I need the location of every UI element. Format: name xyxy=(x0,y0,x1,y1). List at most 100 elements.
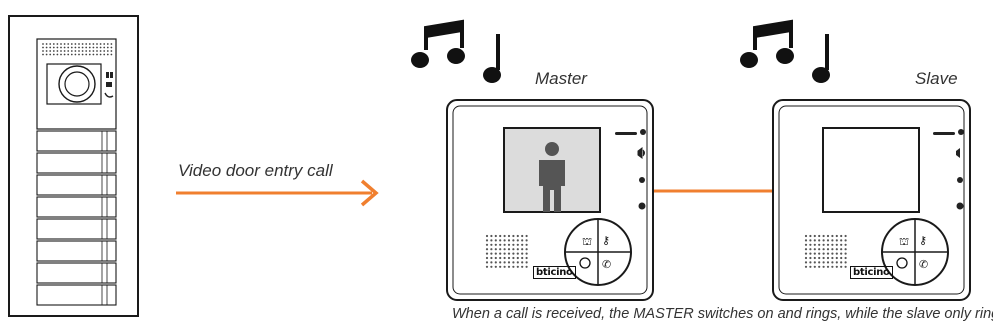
grille-dot xyxy=(78,43,80,45)
grille-dot xyxy=(822,265,825,268)
grille-dot xyxy=(525,261,528,264)
grille-dot xyxy=(840,239,843,242)
grille-dot xyxy=(490,239,493,242)
grille-dot xyxy=(485,239,489,242)
grille-dot xyxy=(826,265,830,268)
grille-dot xyxy=(490,243,493,246)
grille-dot xyxy=(809,256,812,260)
grille-dot xyxy=(826,256,830,260)
grille-dot xyxy=(494,261,497,264)
grille-dot xyxy=(99,53,102,56)
grille-dot xyxy=(490,234,493,238)
grille-dot xyxy=(516,239,519,242)
grille-dot xyxy=(81,50,84,52)
grille-dot xyxy=(818,243,821,246)
grille-dot xyxy=(78,46,80,49)
grille-dot xyxy=(63,46,66,49)
grille-dot xyxy=(485,234,489,238)
grille-dot xyxy=(103,46,106,49)
grille-dot xyxy=(67,50,70,52)
grille-dot xyxy=(52,43,55,45)
grille-dot xyxy=(512,234,515,238)
grille-dot xyxy=(503,248,506,251)
grille-dot xyxy=(503,239,506,242)
grille-dot xyxy=(499,239,502,242)
grille-dot xyxy=(822,248,825,251)
grille-dot xyxy=(507,261,511,264)
grille-dot xyxy=(88,43,91,45)
grille-dot xyxy=(67,46,70,49)
grille-dot xyxy=(56,53,59,56)
grille-dot xyxy=(56,46,59,49)
grille-dot xyxy=(499,256,502,260)
grille-dot xyxy=(85,50,88,52)
svg-text:⛫: ⛫ xyxy=(899,235,909,248)
svg-text:✆: ✆ xyxy=(602,258,611,271)
grille-dot xyxy=(818,234,821,238)
grille-dot xyxy=(818,252,821,255)
grille-dot xyxy=(103,43,106,45)
grille-dot xyxy=(503,256,506,260)
grille-dot xyxy=(503,234,506,238)
grille-dot xyxy=(521,248,524,251)
grille-dot xyxy=(99,46,102,49)
grille-dot xyxy=(49,50,52,52)
push-button xyxy=(36,196,117,218)
master-label: Master xyxy=(535,69,587,88)
grille-dot xyxy=(813,265,816,268)
grille-dot xyxy=(516,248,519,251)
grille-dot xyxy=(525,243,528,246)
grille-dot xyxy=(831,248,834,251)
grille-dot xyxy=(74,53,77,56)
grille-dot xyxy=(826,243,830,246)
svg-text:⚷: ⚷ xyxy=(602,234,610,247)
grille-dot xyxy=(485,248,489,251)
grille-dot xyxy=(818,239,821,242)
grille-dot xyxy=(822,239,825,242)
grille-dot xyxy=(63,43,66,45)
grille-dot xyxy=(525,256,528,260)
grille-dot xyxy=(822,252,825,255)
grille-dot xyxy=(818,261,821,264)
grille-dot xyxy=(106,53,109,56)
grille-dot xyxy=(494,256,497,260)
call-label: Video door entry call xyxy=(178,161,333,180)
grille-dot xyxy=(52,50,55,52)
svg-text:⛫: ⛫ xyxy=(582,235,592,248)
grille-dot xyxy=(499,248,502,251)
push-button xyxy=(36,262,117,284)
grille-dot xyxy=(804,265,808,268)
grille-dot xyxy=(67,53,70,56)
microphone-grille xyxy=(804,234,847,268)
push-button xyxy=(36,284,117,306)
grille-dot xyxy=(78,53,80,56)
slave-button-cluster: ⛫ ⚷ ✆ xyxy=(881,218,949,286)
grille-dot xyxy=(74,46,77,49)
grille-dot xyxy=(499,234,502,238)
grille-dot xyxy=(840,234,843,238)
grille-dot xyxy=(831,256,834,260)
grille-dot xyxy=(60,53,62,56)
slave-brand-logo: bticino xyxy=(850,266,893,279)
master-button-cluster: ⛫ ⚷ ✆ xyxy=(564,218,632,286)
grille-dot xyxy=(503,265,506,268)
grille-dot xyxy=(81,43,84,45)
grille-dot xyxy=(60,43,62,45)
grille-dot xyxy=(96,53,98,56)
grille-dot xyxy=(840,261,843,264)
status-icons xyxy=(104,72,114,98)
grille-dot xyxy=(826,239,830,242)
grille-dot xyxy=(521,261,524,264)
grille-dot xyxy=(822,243,825,246)
slave-handset: ⛫ ⚷ ✆ xyxy=(772,99,971,301)
grille-dot xyxy=(521,256,524,260)
grille-dot xyxy=(521,234,524,238)
grille-dot xyxy=(507,243,511,246)
grille-dot xyxy=(840,252,843,255)
grille-dot xyxy=(490,248,493,251)
grille-dot xyxy=(844,252,847,255)
grille-dot xyxy=(512,248,515,251)
visitor-silhouette-icon xyxy=(539,142,565,212)
grille-dot xyxy=(110,50,113,52)
grille-dot xyxy=(835,239,838,242)
